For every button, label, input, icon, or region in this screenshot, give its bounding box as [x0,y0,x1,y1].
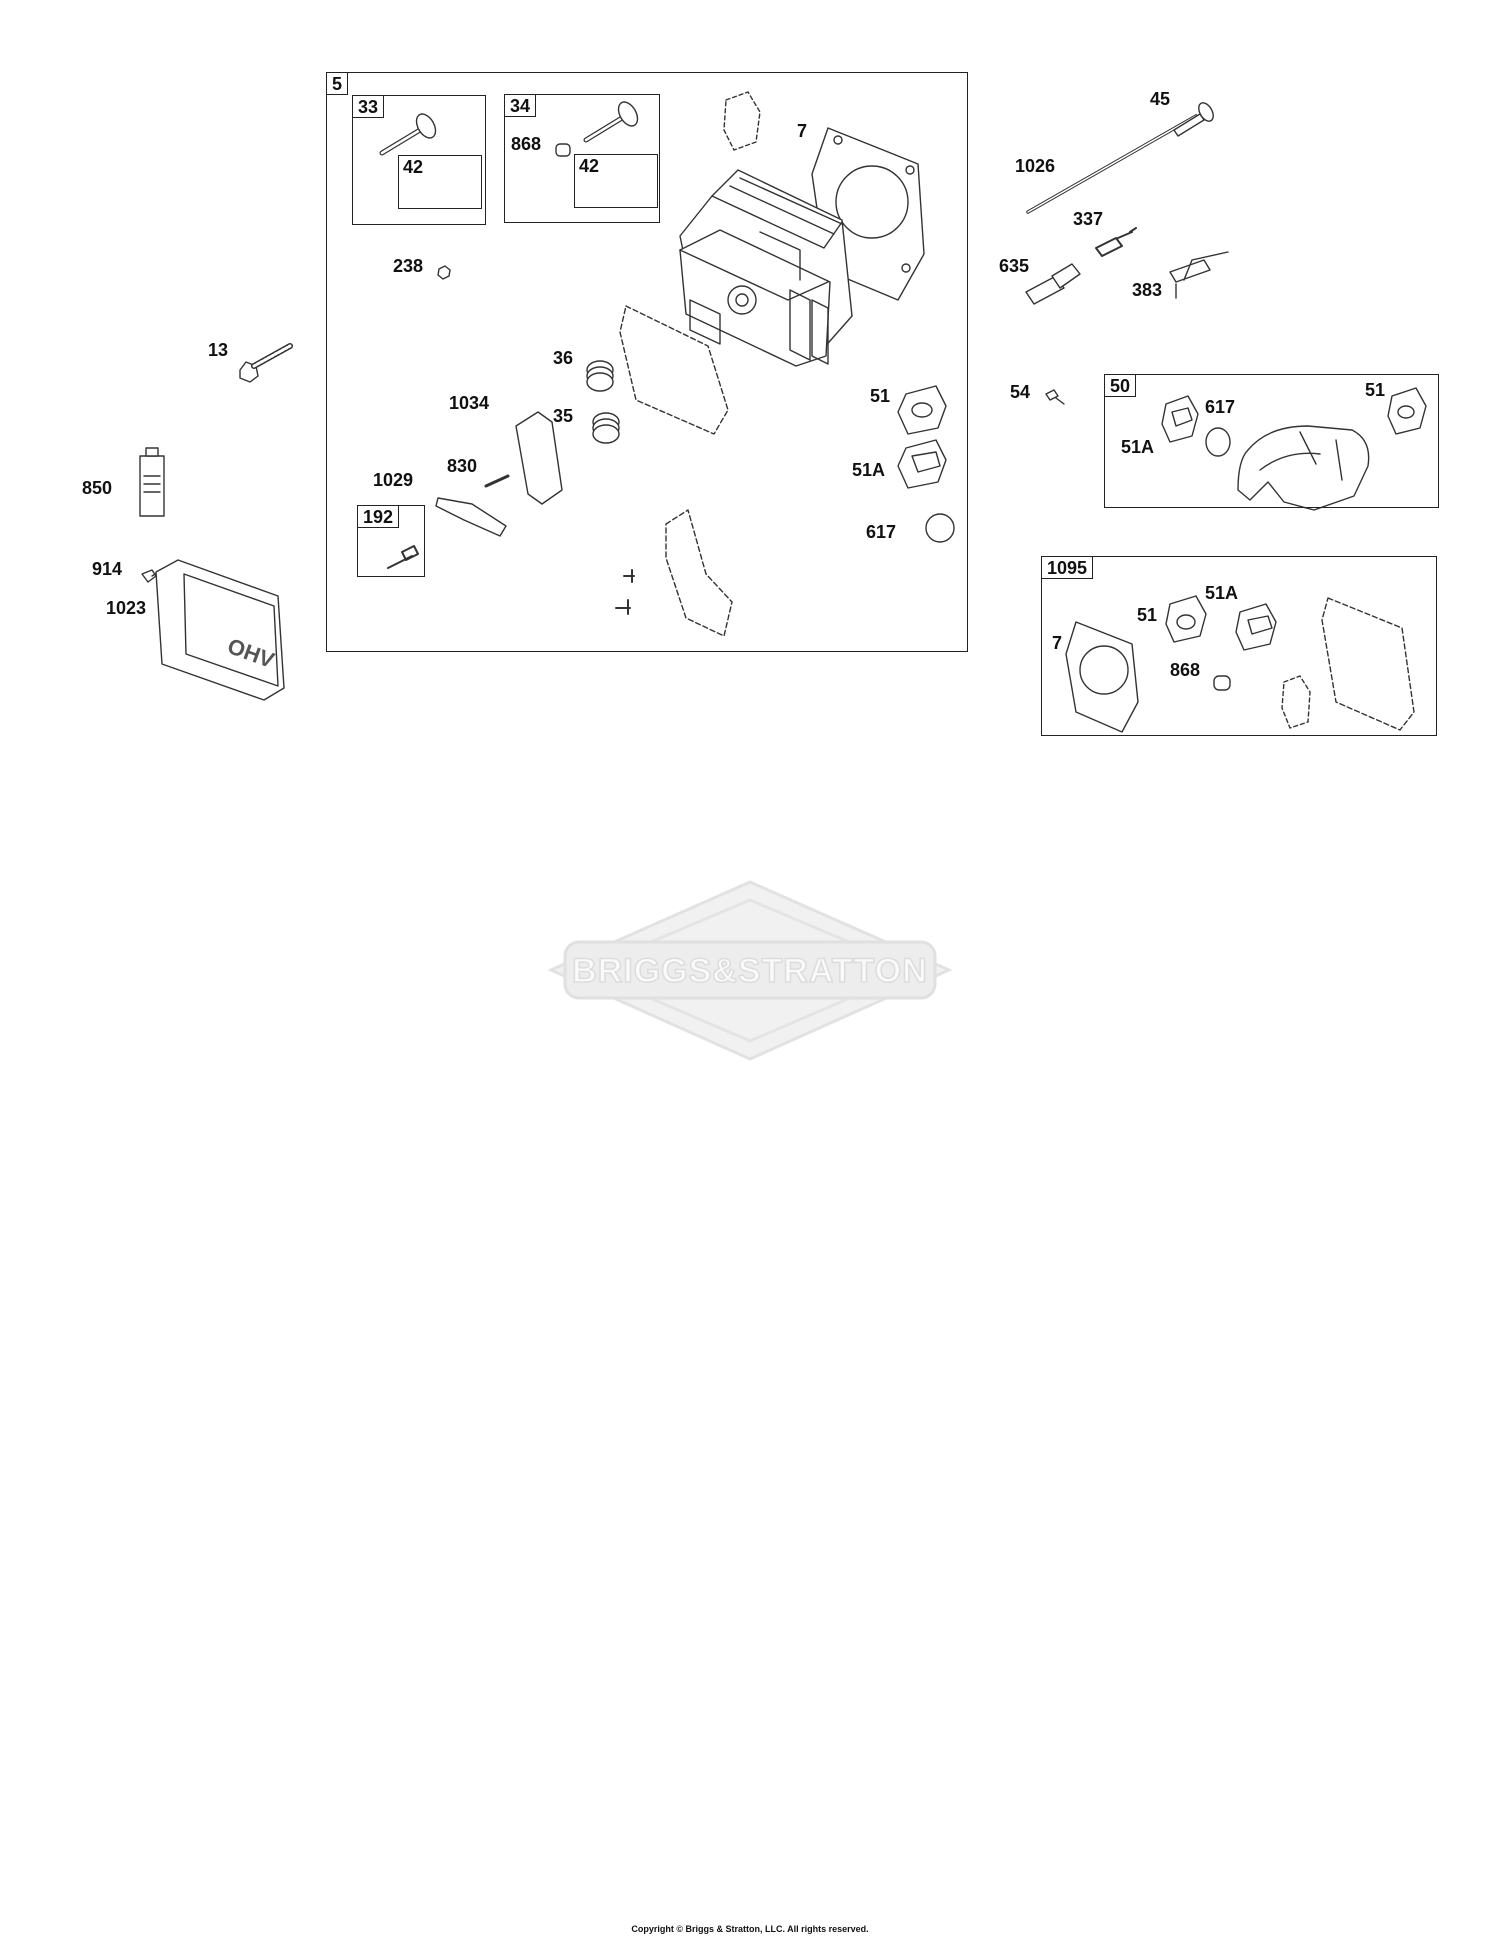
callout-7-gasket-set[interactable]: 7 [1052,633,1063,653]
callout-830[interactable]: 830 [447,456,478,476]
rocker-arm-part [435,497,507,537]
callout-635[interactable]: 635 [999,256,1030,276]
rocker-cover-part: OHV [155,559,285,701]
push-rod-part [1026,102,1214,214]
callout-51a-manifold[interactable]: 51A [1121,437,1155,457]
callout-914[interactable]: 914 [92,559,123,579]
callout-617-manifold[interactable]: 617 [1205,397,1236,417]
spark-plug-part [1095,227,1137,257]
sealant-tube-part [139,447,165,517]
adjuster-screw-part [387,545,419,569]
kit-tag-exhaust-valve-seal[interactable]: 42 [574,154,658,208]
intake-valve-kit-box: 33 42 [352,95,486,225]
watermark-text: BRIGGS&STRATTON [572,952,928,990]
adjuster-kit-box: 192 [357,505,425,577]
callout-51-gasket-set[interactable]: 51 [1137,605,1158,625]
callout-238[interactable]: 238 [393,256,424,276]
screw-part [615,569,635,615]
kit-tag-intake-valve-seal[interactable]: 42 [398,155,482,209]
callout-54[interactable]: 54 [1010,382,1031,402]
briggs-stratton-watermark: BRIGGS&STRATTON [547,880,953,1061]
callout-617[interactable]: 617 [866,522,897,542]
cylinder-head-part [679,169,853,367]
spark-plug-boot-part [1025,263,1081,305]
exhaust-valve-kit-box: 34 42 [504,94,660,223]
callout-1023[interactable]: 1023 [106,598,147,618]
callout-35[interactable]: 35 [553,406,574,426]
kit-tag-intake-valve[interactable]: 33 [353,96,385,118]
callout-868-exhaust-kit[interactable]: 868 [511,134,542,154]
intake-valve-part [379,113,437,156]
callout-45[interactable]: 45 [1150,89,1171,109]
callout-51[interactable]: 51 [870,386,891,406]
valve-spring-part [586,360,620,444]
guide-plate-part [515,411,563,505]
callout-1034[interactable]: 1034 [449,393,490,413]
nut-part [437,265,451,280]
copyright-footer: Copyright © Briggs & Stratton, LLC. All … [631,1924,869,1934]
bolt-part [239,343,293,383]
gasket-set-box: 1095 [1041,556,1437,736]
intake-gasket-outline [723,91,761,151]
rocker-stud-part [484,474,510,488]
callout-51a[interactable]: 51A [852,460,886,480]
manifold-screw-part [1045,389,1065,405]
callout-383[interactable]: 383 [1132,280,1163,300]
gasket-set-parts [1065,595,1415,733]
intake-gaskets-part [897,385,955,543]
callout-36[interactable]: 36 [553,348,574,368]
ground-wire-part [1169,251,1229,299]
callout-850[interactable]: 850 [82,478,113,498]
callout-1026[interactable]: 1026 [1015,156,1056,176]
callout-1029[interactable]: 1029 [373,470,414,490]
callout-337[interactable]: 337 [1073,209,1104,229]
kit-tag-adjuster[interactable]: 192 [358,506,400,528]
callout-51a-gasket-set[interactable]: 51A [1205,583,1239,603]
kit-tag-manifold[interactable]: 50 [1105,375,1137,397]
cylinder-head-kit-box: 5 [326,72,968,652]
rocker-gasket-outline [619,305,729,435]
callout-868-gasket-set[interactable]: 868 [1170,660,1201,680]
callout-51-manifold[interactable]: 51 [1365,380,1386,400]
intake-manifold-part [1161,387,1427,511]
kit-tag-gasket-set[interactable]: 1095 [1042,557,1094,579]
kit-tag-exhaust-valve[interactable]: 34 [505,95,537,117]
manifold-kit-box: 50 [1104,374,1439,508]
callout-7[interactable]: 7 [797,121,808,141]
kit-tag-cylinder-head[interactable]: 5 [327,73,349,95]
breather-shield-outline [665,509,733,637]
callout-13[interactable]: 13 [208,340,229,360]
